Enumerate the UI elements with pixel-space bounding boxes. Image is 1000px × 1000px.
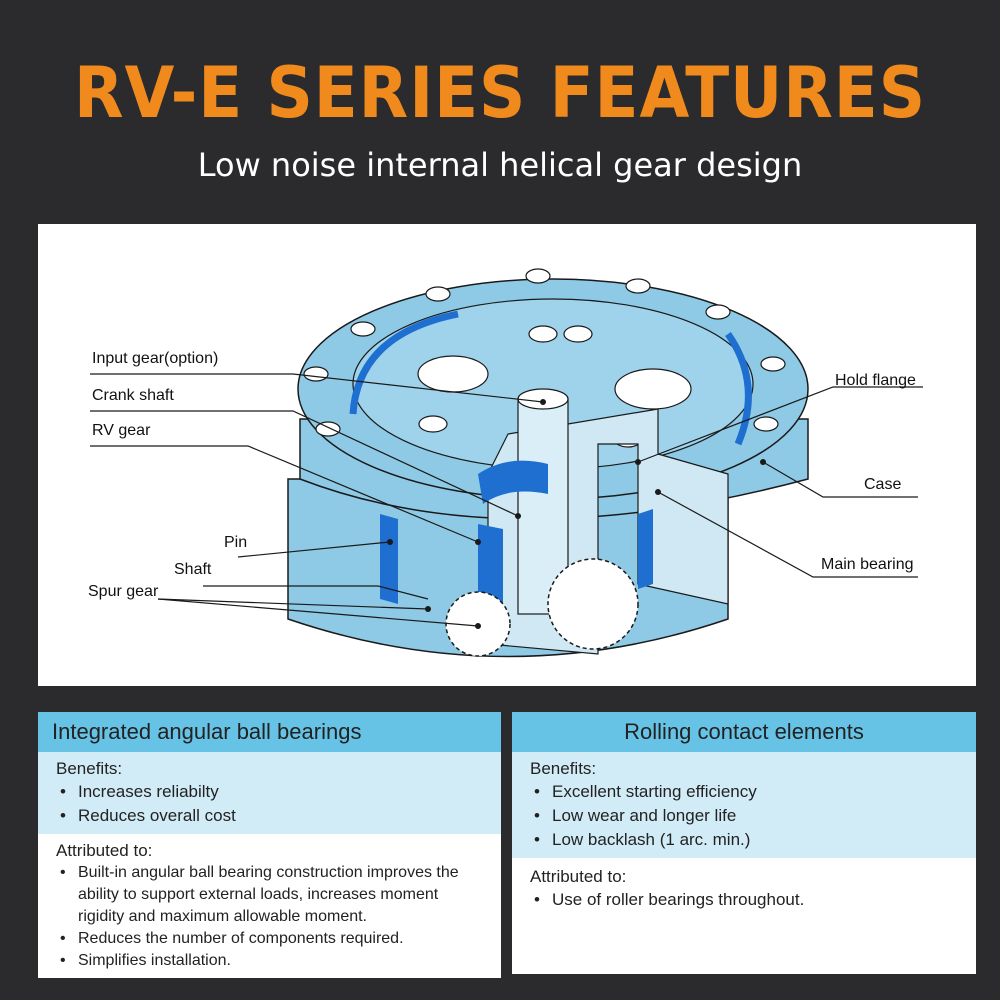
card-rolling-contact-elements: Rolling contact elements Benefits: •Exce… — [512, 712, 976, 974]
label-input-gear: Input gear(option) — [92, 350, 219, 367]
main-bearing-ring-right — [725, 331, 752, 446]
label-crank-shaft: Crank shaft — [92, 387, 174, 404]
list-item: •Reduces overall cost — [60, 806, 236, 825]
label-shaft: Shaft — [174, 561, 212, 578]
list-item: •Low backlash (1 arc. min.) — [534, 830, 751, 849]
card-title: Rolling contact elements — [512, 712, 976, 752]
leader-lines — [90, 373, 923, 627]
list-item: •Built-in angular ball bearing construct… — [60, 864, 459, 925]
page-title: RV-E SERIES FEATURES — [73, 52, 927, 134]
benefits-section: Benefits: •Increases reliabilty •Reduces… — [38, 752, 501, 834]
spur-gear-right — [547, 558, 639, 650]
attributed-section: Attributed to: •Use of roller bearings t… — [512, 858, 976, 918]
list-item: •Excellent starting efficiency — [534, 782, 757, 801]
list-item: •Low wear and longer life — [534, 806, 737, 825]
list-item: •Use of roller bearings throughout. — [534, 890, 805, 909]
main-bearing-ring — [349, 310, 459, 415]
label-pin: Pin — [224, 534, 248, 551]
rv-gear-bearing — [478, 460, 548, 504]
label-spur-gear: Spur gear — [88, 583, 159, 600]
reducer-illustration — [90, 268, 923, 658]
page-subtitle: Low noise internal helical gear design — [197, 146, 803, 184]
attributed-label: Attributed to: — [56, 841, 153, 860]
bolt-heads — [303, 268, 786, 437]
leader-dots — [387, 399, 766, 629]
label-case: Case — [864, 476, 902, 493]
reducer-cutaway-diagram: Input gear(option) Crank shaft RV gear P… — [38, 224, 976, 686]
attributed-section: Attributed to: •Built-in angular ball be… — [38, 834, 501, 978]
list-item: •Reduces the number of components requir… — [60, 930, 404, 947]
label-rv-gear: RV gear — [92, 422, 151, 439]
list-item: •Simplifies installation. — [60, 952, 231, 969]
benefits-section: Benefits: •Excellent starting efficiency… — [512, 752, 976, 858]
benefits-label: Benefits: — [530, 759, 597, 778]
label-hold-flange: Hold flange — [835, 372, 916, 389]
card-title: Integrated angular ball bearings — [38, 712, 501, 752]
label-main-bearing: Main bearing — [821, 556, 914, 573]
card-angular-ball-bearings: Integrated angular ball bearings Benefit… — [38, 712, 501, 978]
list-item: •Increases reliabilty — [60, 782, 219, 801]
benefits-label: Benefits: — [56, 759, 123, 778]
attributed-label: Attributed to: — [530, 867, 627, 886]
